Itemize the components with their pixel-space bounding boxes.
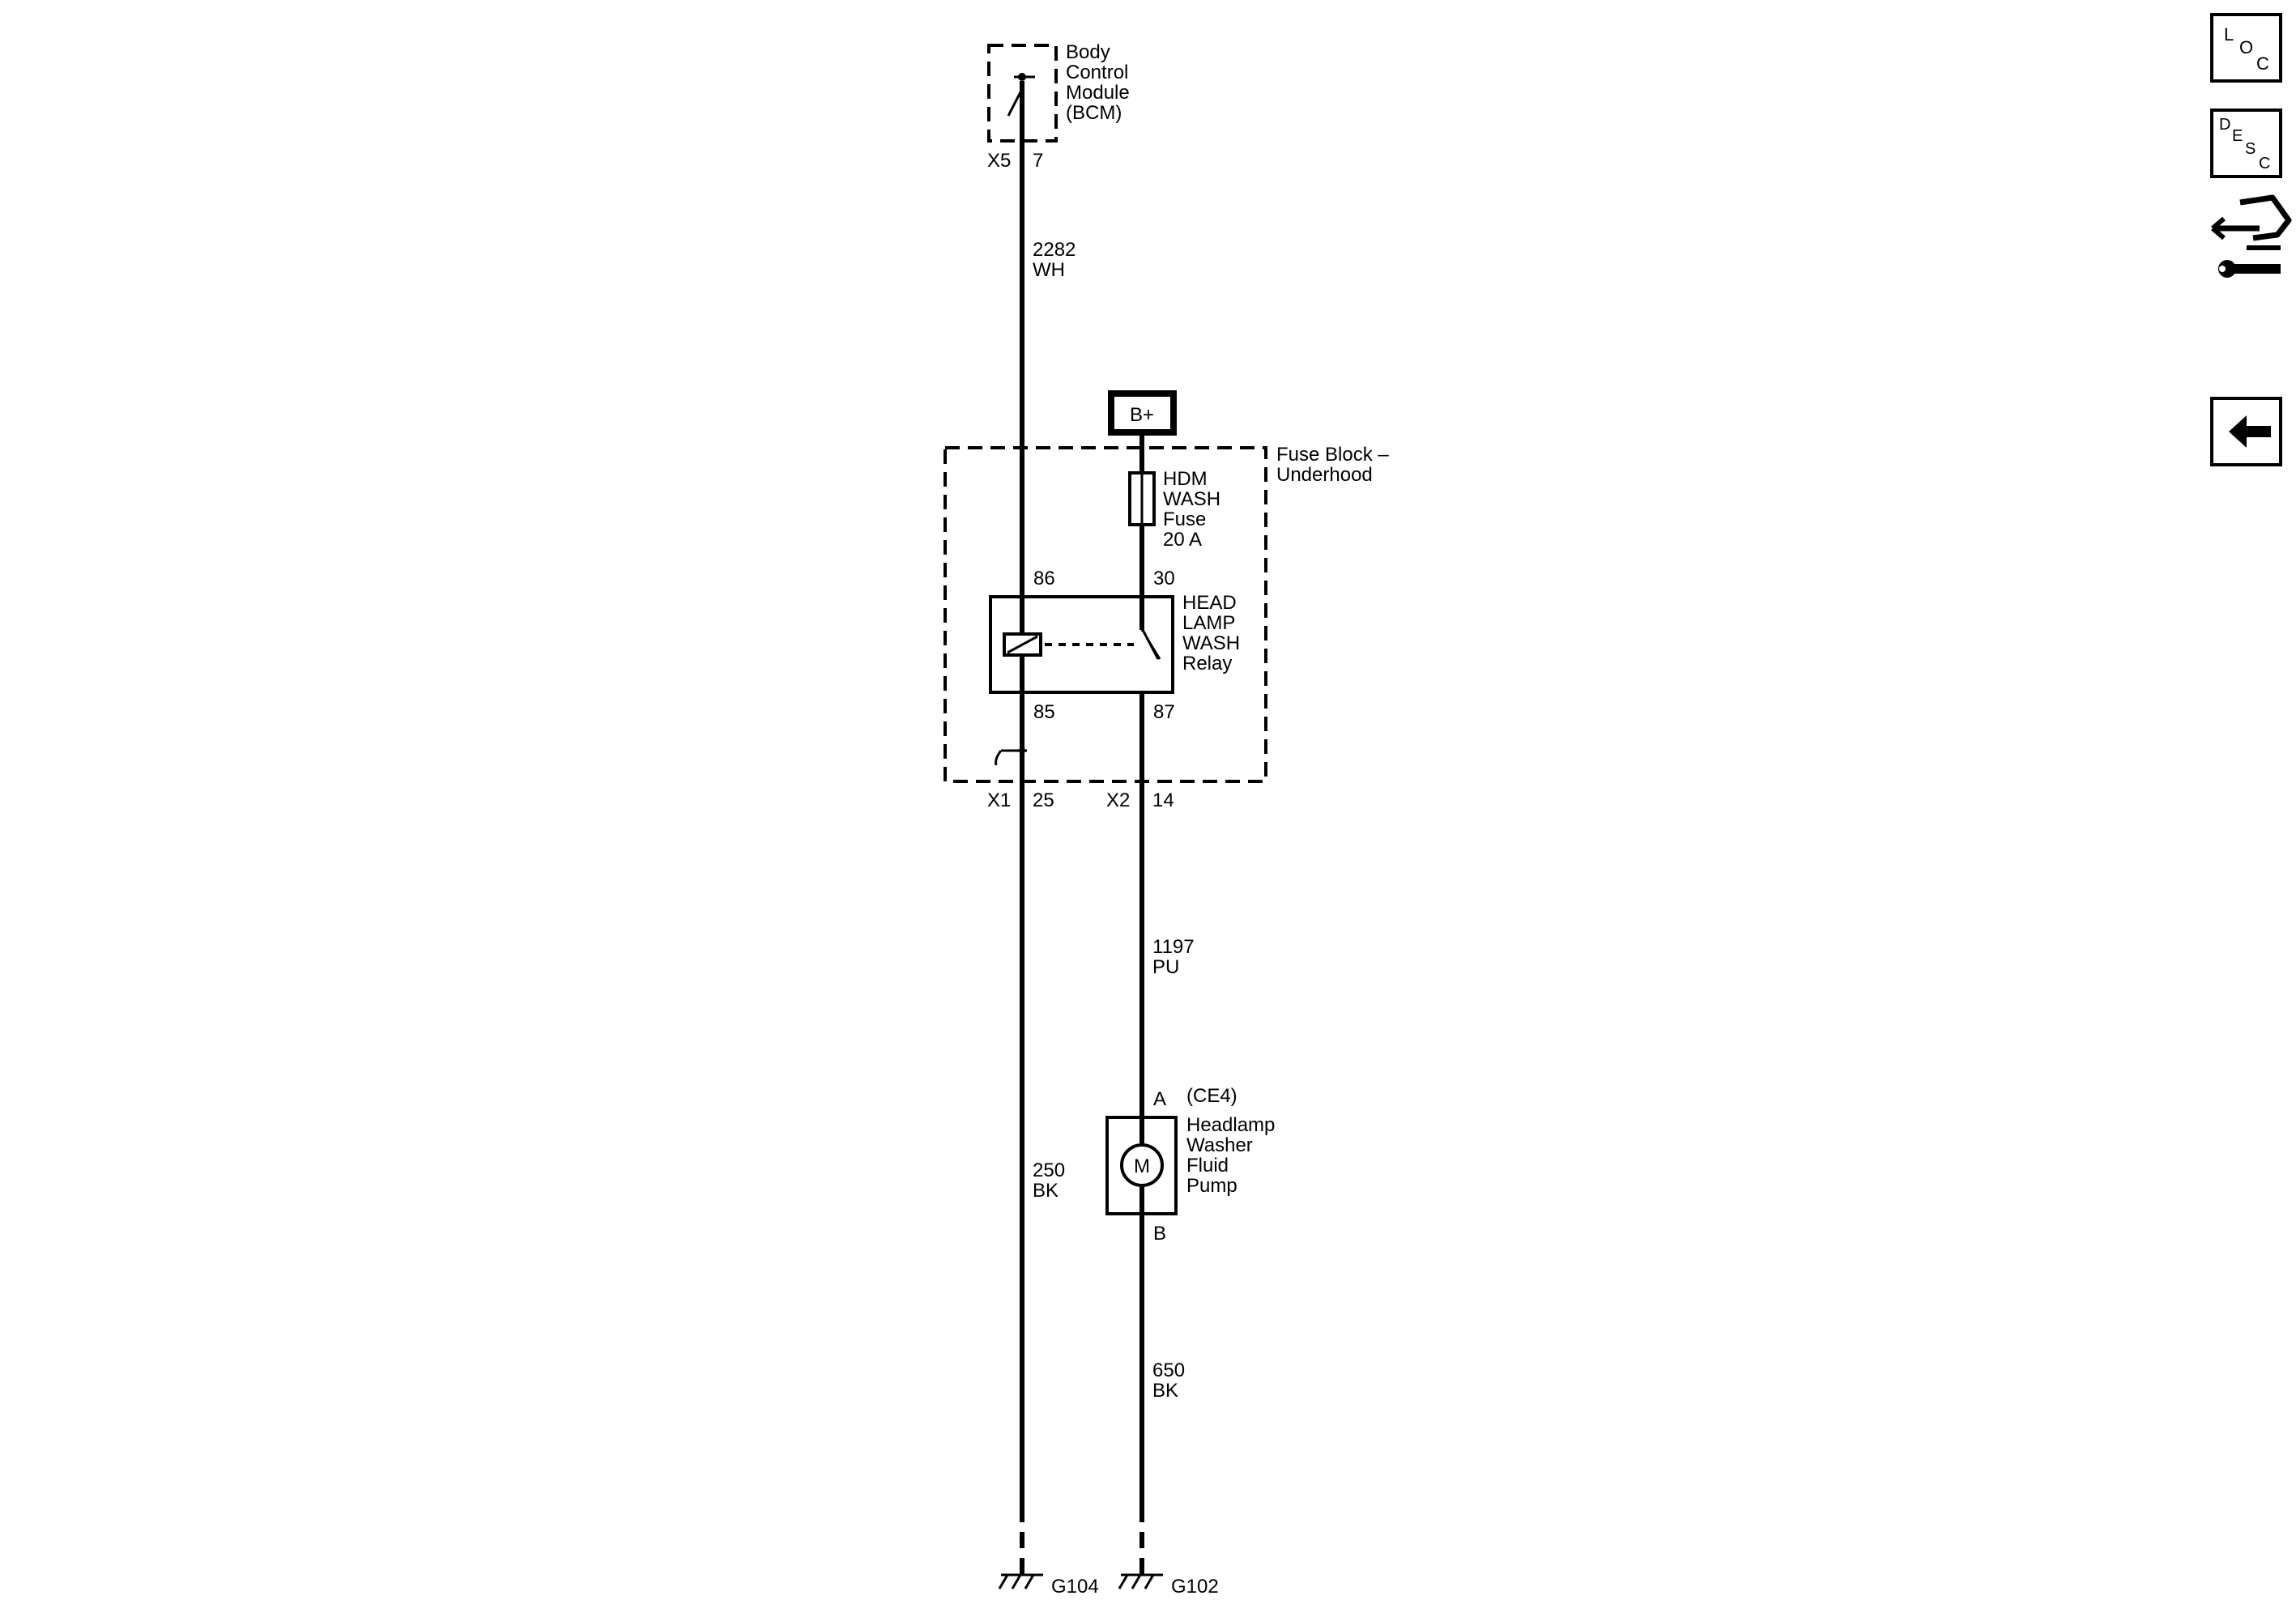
motor-symbol <box>1120 1143 1164 1187</box>
relay-pin-85: 85 <box>1033 701 1055 723</box>
fuse-block-name-1: Fuse Block – <box>1276 444 1389 466</box>
relay-switch-arm <box>1140 628 1160 660</box>
relay-pin-30: 30 <box>1153 568 1175 589</box>
fuse-name-2: WASH <box>1163 488 1220 510</box>
relay-name-1: HEAD <box>1182 592 1237 614</box>
relay-name-4: Relay <box>1182 653 1232 674</box>
bcm-name-2: Control <box>1066 62 1128 83</box>
loc-letter-3: C <box>2256 53 2269 74</box>
loc-letter-1: L <box>2224 24 2234 45</box>
splice-dot <box>1019 747 1025 754</box>
g104-hatch-3 <box>1024 1574 1035 1589</box>
relay-pin-86: 86 <box>1033 568 1055 589</box>
x2-connector-label: X2 <box>1106 789 1130 811</box>
wire-2282-label: 2282 WH <box>1033 239 1076 281</box>
headlamp-wash-relay: 86 30 HEAD LAMP WASH Relay 85 87 <box>989 568 1240 723</box>
bcm-pin-label: 7 <box>1033 150 1043 172</box>
location-button[interactable]: L O C <box>2210 13 2282 83</box>
desc-letter-3: S <box>2245 140 2256 158</box>
relay-name-3: WASH <box>1182 632 1240 654</box>
wire-2282-color: WH <box>1033 259 1065 281</box>
wire-250-color: BK <box>1033 1180 1059 1202</box>
relay-pin-87: 87 <box>1153 701 1175 723</box>
splice-hook <box>995 750 1003 766</box>
loc-letter-2: O <box>2239 37 2253 57</box>
back-arrow-icon <box>2229 415 2271 448</box>
connector-x2: X2 14 <box>1106 789 1174 811</box>
fuse-block-name-2: Underhood <box>1276 464 1373 486</box>
fuse-block-outline <box>944 446 1267 783</box>
pump-option: (CE4) <box>1186 1085 1237 1107</box>
relay-coil-winding <box>1007 635 1038 654</box>
internal-splice <box>995 747 1027 766</box>
wire-2282-circuit: 2282 <box>1033 239 1076 261</box>
wire-250-label: 250 BK <box>1033 1160 1065 1202</box>
fuse-block: Fuse Block – Underhood <box>944 444 1389 783</box>
x1-pin-label: 25 <box>1033 789 1054 811</box>
bcm-switch-pivot <box>1018 73 1026 81</box>
g104-label: G104 <box>1051 1576 1099 1598</box>
bcm-name-4: (BCM) <box>1066 102 1122 124</box>
pump-name-3: Fluid <box>1186 1155 1229 1177</box>
bcm-name-3: Module <box>1066 82 1130 104</box>
ground-g104: G104 <box>998 1573 1099 1598</box>
pump-pin-a: A <box>1153 1088 1166 1110</box>
fuse-name-3: Fuse <box>1163 509 1206 530</box>
ground-g102: G102 <box>1118 1573 1219 1598</box>
desc-letter-4: C <box>2259 155 2270 172</box>
bcm-name-1: Body <box>1066 41 1110 63</box>
g104-hatch-2 <box>1011 1574 1022 1589</box>
battery-label: B+ <box>1130 404 1154 426</box>
wire-250-circuit: 250 <box>1033 1160 1065 1181</box>
bcm-connector-label: X5 <box>987 150 1011 172</box>
motor-label: M <box>1134 1155 1150 1177</box>
connector-x1: X1 25 <box>987 789 1054 811</box>
desc-letter-1: D <box>2219 116 2230 134</box>
g102-hatch-1 <box>1118 1574 1129 1589</box>
desc-letter-2: E <box>2232 127 2243 145</box>
g102-hatch-2 <box>1131 1574 1142 1589</box>
back-button[interactable] <box>2210 397 2282 466</box>
description-button[interactable]: D E S C <box>2210 109 2282 178</box>
description-icon <box>2210 109 2282 178</box>
x2-pin-label: 14 <box>1152 789 1174 811</box>
hdm-wash-fuse: HDM WASH Fuse 20 A <box>1128 468 1220 551</box>
pump-name-2: Washer <box>1186 1134 1253 1156</box>
connector-repair-icon <box>2211 194 2292 278</box>
pump-pin-b: B <box>1153 1223 1166 1245</box>
wire-650-color: BK <box>1152 1380 1178 1402</box>
relay-switch-gap <box>1137 632 1147 664</box>
relay-name-2: LAMP <box>1182 612 1235 634</box>
wire-1197-label: 1197 PU <box>1152 936 1195 978</box>
connector-repair-button[interactable] <box>2211 194 2292 278</box>
x1-connector-label: X1 <box>987 789 1011 811</box>
battery-positive: B+ <box>1108 390 1177 436</box>
bcm-outline <box>987 44 1058 143</box>
bcm-module: Body Control Module (BCM) X5 7 <box>987 41 1130 172</box>
wire-1197-color: PU <box>1152 956 1179 978</box>
wire-650-circuit: 650 <box>1152 1360 1185 1381</box>
wire-650-label: 650 BK <box>1152 1360 1185 1402</box>
pump-name-4: Pump <box>1186 1175 1237 1197</box>
location-icon <box>2210 13 2282 83</box>
g102-hatch-3 <box>1144 1574 1155 1589</box>
fuse-name-4: 20 A <box>1163 529 1202 551</box>
headlamp-washer-fluid-pump: A (CE4) M Headlamp Washer Fluid Pump B <box>1105 1085 1275 1245</box>
g104-hatch-1 <box>998 1574 1009 1589</box>
g102-label: G102 <box>1171 1576 1219 1598</box>
fuse-name-1: HDM <box>1163 468 1208 490</box>
pump-name-1: Headlamp <box>1186 1114 1275 1136</box>
wire-1197-circuit: 1197 <box>1152 936 1195 958</box>
